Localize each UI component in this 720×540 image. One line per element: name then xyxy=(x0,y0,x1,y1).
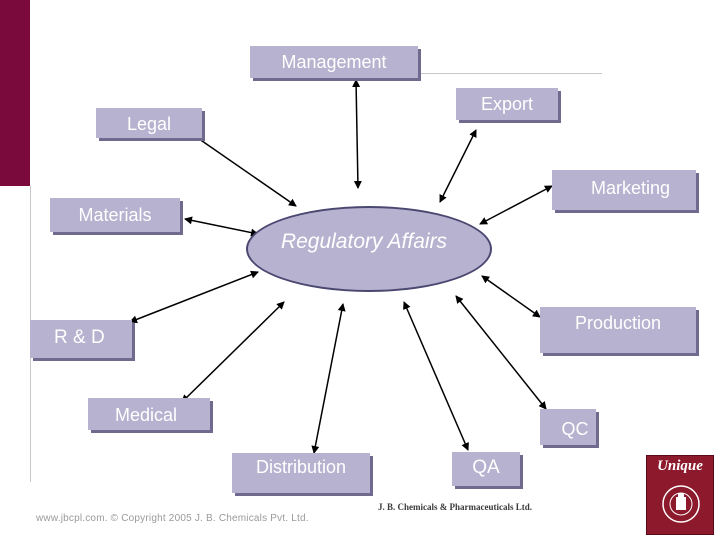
logo-seal-icon xyxy=(662,485,700,523)
node-qa-label: QA xyxy=(472,457,500,478)
node-materials: Materials xyxy=(50,198,180,232)
node-production: Production xyxy=(540,307,696,353)
node-rnd: R & D xyxy=(30,320,132,358)
arrow-production xyxy=(481,275,541,318)
logo-brand-text: Unique xyxy=(657,458,703,474)
node-legal: Legal xyxy=(96,108,202,138)
node-marketing-label: Marketing xyxy=(590,178,670,198)
arrow-legal xyxy=(191,133,297,207)
horizontal-divider xyxy=(250,73,602,74)
sidebar-accent-bar xyxy=(0,0,30,186)
company-logo: Unique xyxy=(646,455,714,535)
node-management: Management xyxy=(250,46,418,78)
footer-copyright: www.jbcpl.com. © Copyright 2005 J. B. Ch… xyxy=(36,513,309,524)
node-export: Export xyxy=(456,88,558,120)
node-medical: Medical xyxy=(88,398,210,430)
center-node-regulatory-affairs: Regulatory Affairs xyxy=(246,206,492,292)
arrow-export xyxy=(439,129,477,203)
node-qa: QA xyxy=(452,452,520,486)
arrow-rnd xyxy=(129,270,259,324)
arrow-qc xyxy=(455,295,547,410)
arrow-marketing xyxy=(479,185,553,225)
arrow-distribution xyxy=(311,303,346,454)
arrow-medical xyxy=(181,301,285,403)
node-qc-label: QC xyxy=(561,419,589,439)
node-marketing: Marketing xyxy=(552,170,696,210)
node-legal-label: Legal xyxy=(126,114,172,134)
center-node-label: Regulatory Affairs xyxy=(280,230,448,253)
footer-company-name: J. B. Chemicals & Pharmaceuticals Ltd. xyxy=(378,502,532,512)
node-management-label: Management xyxy=(281,52,387,72)
node-distribution-label: Distribution xyxy=(255,457,347,477)
node-export-label: Export xyxy=(480,94,534,114)
node-production-label: Production xyxy=(574,313,662,333)
node-rnd-label: R & D xyxy=(54,327,105,348)
node-materials-label: Materials xyxy=(78,205,152,225)
arrow-materials xyxy=(184,216,259,237)
arrow-qa xyxy=(403,301,469,451)
arrow-management xyxy=(352,79,362,189)
node-medical-label: Medical xyxy=(114,405,178,425)
node-qc: QC xyxy=(540,409,596,445)
node-distribution: Distribution xyxy=(232,453,370,493)
